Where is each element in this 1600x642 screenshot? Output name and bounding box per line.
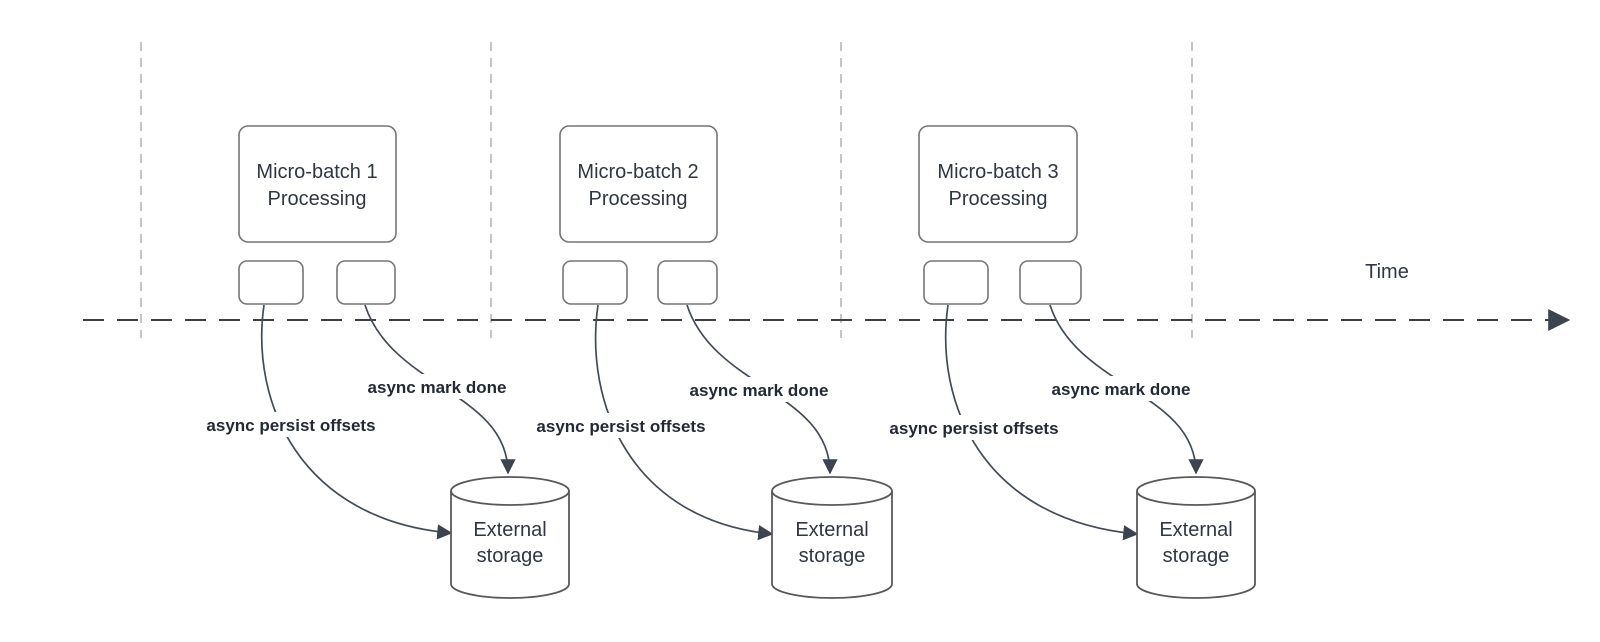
micro-batch-1-persist-task-box xyxy=(238,260,304,305)
micro-batch-1-title-line1: Micro-batch 1 xyxy=(256,161,377,183)
micro-batch-3-persist-task-box xyxy=(923,260,989,305)
micro-batch-2-mark-done-label: async mark done xyxy=(690,381,829,400)
external-storage-1-label-line1: External xyxy=(473,519,546,541)
micro-batch-3-title-line1: Micro-batch 3 xyxy=(937,161,1058,183)
micro-batch-2-persist-task-box xyxy=(562,260,628,305)
micro-batch-2-title-line2: Processing xyxy=(589,188,688,210)
external-storage-3-label-line2: storage xyxy=(1163,545,1230,567)
micro-batch-1-persist-offsets-arrow xyxy=(260,304,453,540)
micro-batch-2-processing-box xyxy=(559,125,718,243)
micro-batch-1-persist-offsets-label: async persist offsets xyxy=(206,416,375,435)
external-storage-1-label-line2: storage xyxy=(477,545,544,567)
micro-batch-3-persist-offsets-label: async persist offsets xyxy=(889,419,1058,438)
external-storage-cylinder-2: External storage xyxy=(771,476,893,599)
external-storage-2-label-line1: External xyxy=(795,519,868,541)
micro-batch-1-title-line2: Processing xyxy=(268,188,367,210)
micro-batch-1-persist-label-bg xyxy=(199,412,383,437)
micro-batch-3-mark-done-label: async mark done xyxy=(1052,380,1191,399)
external-storage-cylinder-1: External storage xyxy=(450,476,570,599)
micro-batch-1-mark-done-label: async mark done xyxy=(368,378,507,397)
micro-batch-1-group: Micro-batch 1 Processing async persist o… xyxy=(199,125,570,599)
micro-batch-2-persist-offsets-arrow xyxy=(594,304,774,541)
micro-batch-1-mark-done-label-bg xyxy=(362,374,512,399)
micro-batch-2-title-line1: Micro-batch 2 xyxy=(577,161,698,183)
micro-batch-2-persist-label-bg xyxy=(529,413,713,438)
time-axis-label: Time xyxy=(1365,261,1409,283)
micro-batch-2-done-task-box xyxy=(657,260,718,305)
micro-batch-2-group: Micro-batch 2 Processing async persist o… xyxy=(529,125,893,599)
external-storage-3-label-line1: External xyxy=(1159,519,1232,541)
micro-batch-3-persist-offsets-arrow xyxy=(944,304,1139,541)
micro-batch-3-done-task-box xyxy=(1019,260,1082,305)
micro-batch-3-title-line2: Processing xyxy=(949,188,1048,210)
micro-batch-3-group: Micro-batch 3 Processing async persist o… xyxy=(882,125,1256,599)
micro-batch-1-processing-box xyxy=(238,125,397,243)
micro-batch-3-persist-label-bg xyxy=(882,415,1066,440)
micro-batch-2-persist-offsets-label: async persist offsets xyxy=(536,417,705,436)
external-storage-cylinder-3: External storage xyxy=(1136,476,1256,599)
micro-batch-1-done-task-box xyxy=(336,260,396,305)
external-storage-2-label-line2: storage xyxy=(799,545,866,567)
micro-batch-3-mark-done-label-bg xyxy=(1046,376,1196,401)
micro-batch-2-mark-done-label-bg xyxy=(684,377,834,402)
micro-batch-3-processing-box xyxy=(918,125,1078,243)
